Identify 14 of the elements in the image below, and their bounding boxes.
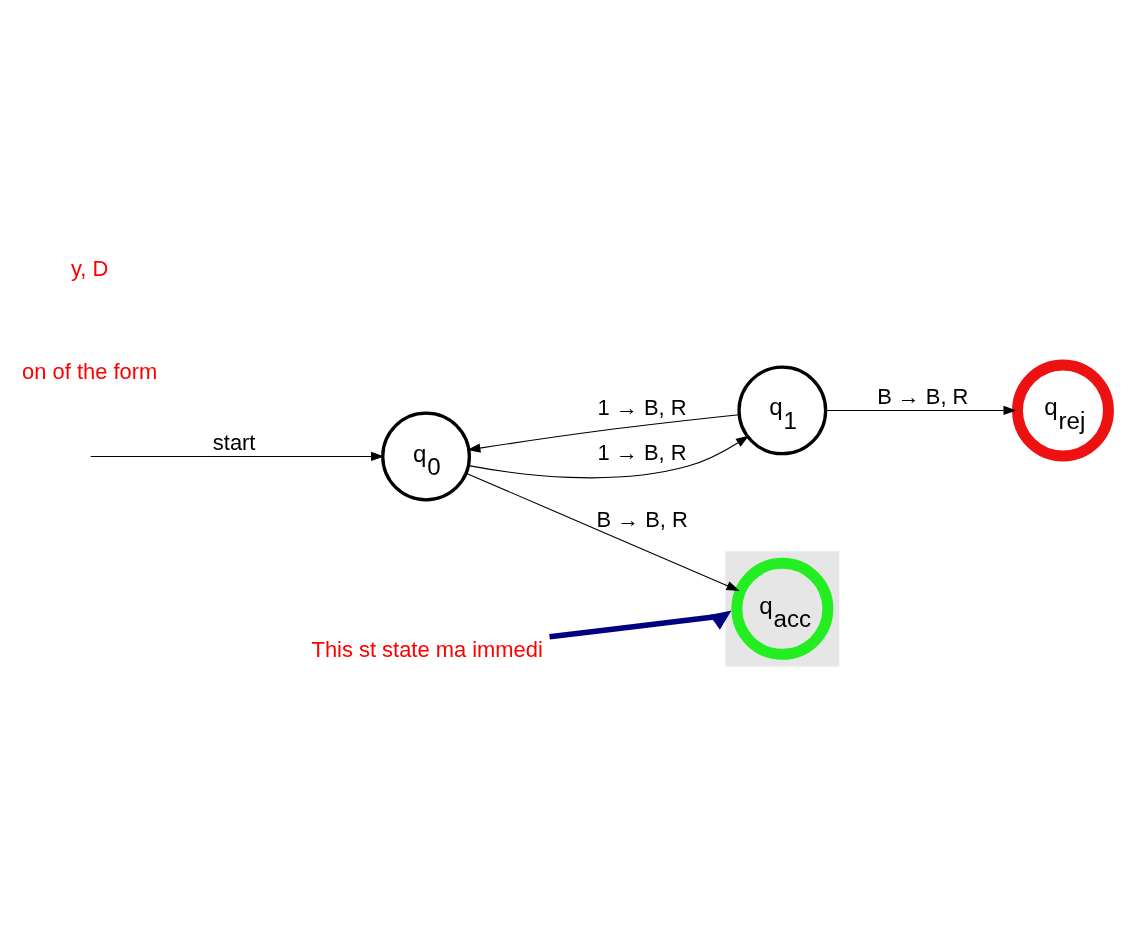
label: y, D	[70, 255, 109, 281]
arrow	[468, 435, 750, 479]
node-text: This st state ma immedi	[311, 637, 543, 663]
arrow	[465, 472, 740, 591]
edge-label: start	[212, 429, 256, 455]
arrow	[825, 405, 1017, 416]
edge-label: B → B, R	[596, 506, 688, 532]
edge-label: 1 → B, R	[597, 394, 687, 420]
edge-label: 1 → B, R	[597, 439, 687, 465]
edge-label: B → B, R	[877, 383, 969, 409]
arrow	[467, 414, 740, 453]
arrow	[90, 451, 385, 462]
label: on of the form	[22, 358, 158, 384]
arrow	[549, 610, 732, 640]
